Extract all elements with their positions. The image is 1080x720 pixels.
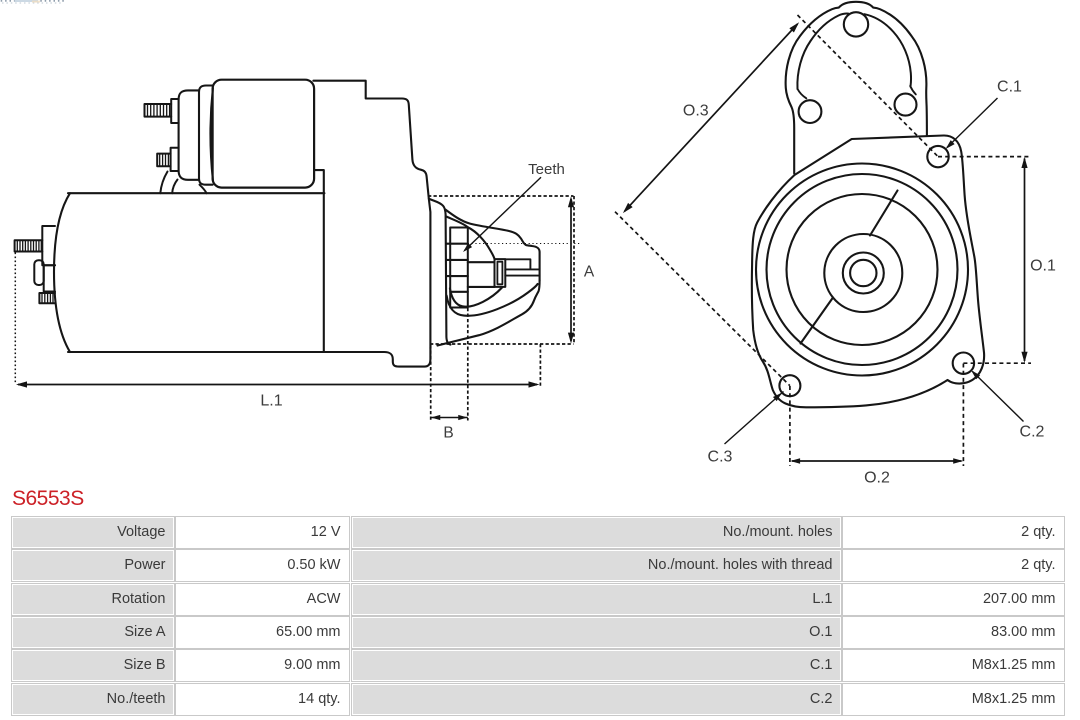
svg-text:C.3: C.3 xyxy=(708,449,733,466)
svg-text:L.1: L.1 xyxy=(260,393,282,410)
svg-text:O.2: O.2 xyxy=(864,470,890,487)
svg-text:Teeth: Teeth xyxy=(528,161,565,178)
svg-text:C.1: C.1 xyxy=(997,79,1022,96)
svg-text:O.1: O.1 xyxy=(1030,258,1056,275)
svg-text:C.2: C.2 xyxy=(1020,424,1045,441)
svg-text:O.3: O.3 xyxy=(683,103,709,120)
svg-text:A: A xyxy=(584,264,595,281)
svg-text:B: B xyxy=(443,425,453,442)
